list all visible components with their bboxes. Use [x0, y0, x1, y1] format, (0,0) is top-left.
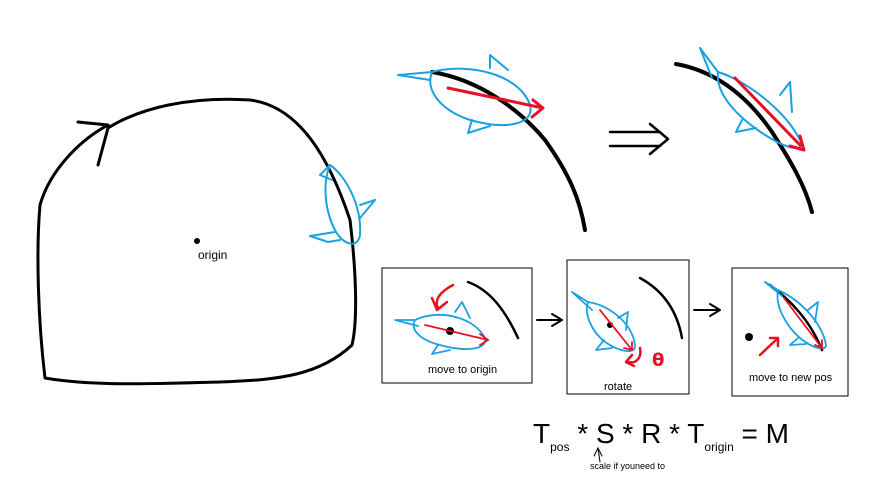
step-box-rotate — [566, 259, 690, 395]
formula-pos-sub: pos — [550, 440, 570, 454]
box3-move-arrow — [758, 336, 780, 357]
circular-path — [36, 97, 358, 386]
formula-s: S — [595, 418, 615, 449]
scale-note: scale if youneed to — [590, 461, 666, 471]
fish-before — [397, 54, 532, 134]
formula-origin-sub: origin — [704, 440, 734, 454]
box2-track — [638, 276, 684, 340]
formula-op1: * — [569, 418, 596, 449]
formula-eq: = — [733, 418, 766, 449]
scale-pointer — [593, 446, 603, 463]
fish-after — [699, 47, 803, 149]
step3-label: move to new pos — [749, 372, 833, 384]
formula-t-pos: T — [533, 418, 551, 449]
box3-heading-arrow — [783, 297, 823, 350]
heading-arrow-before — [446, 86, 545, 119]
step-box-move-to-origin — [381, 267, 533, 384]
step-arrow-1 — [536, 313, 563, 327]
transform-formula: Tpos * S * R * Torigin = M — [533, 418, 789, 454]
formula-m: M — [765, 418, 789, 449]
formula-t-origin: T — [687, 418, 705, 449]
box1-track — [466, 280, 520, 340]
box2-theta-label: θ — [652, 350, 664, 371]
fish-on-circle — [309, 164, 376, 245]
box3-origin-dot — [745, 333, 753, 341]
step1-label: move to origin — [428, 364, 498, 376]
box2-rotate-arrow — [624, 346, 642, 368]
step-box-move-to-new-pos — [731, 267, 849, 397]
box2-heading-arrow — [599, 309, 633, 352]
formula-op3: * — [661, 418, 688, 449]
implies-arrow — [608, 122, 670, 156]
track-before — [430, 70, 587, 232]
origin-dot — [194, 238, 200, 244]
box1-heading-arrow — [424, 324, 490, 346]
box2-fish — [571, 291, 636, 352]
track-after — [674, 62, 814, 214]
box1-move-arrow — [430, 283, 455, 312]
origin-label: origin — [198, 248, 228, 262]
box3-fish — [764, 281, 827, 350]
formula-r: R — [641, 418, 662, 449]
box1-fish — [394, 301, 486, 355]
heading-arrow-after — [733, 76, 806, 152]
step2-label: rotate — [604, 381, 633, 393]
step-arrow-2 — [693, 303, 721, 317]
formula-op2: * — [614, 418, 642, 449]
